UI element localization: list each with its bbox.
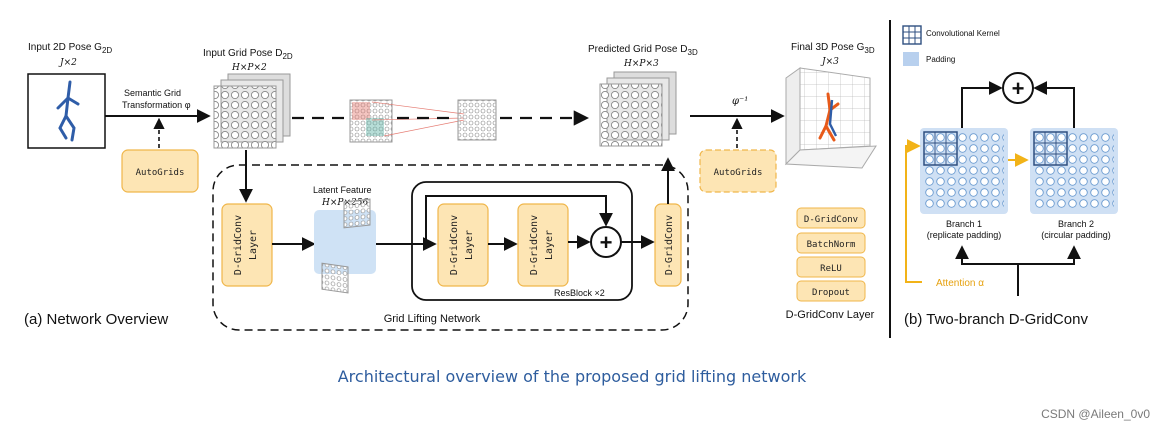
dgridconv-first-label1: D-GridConv (233, 215, 244, 275)
predicted-label: Predicted Grid Pose D3D (588, 44, 698, 57)
attention-label: Attention α (936, 278, 984, 289)
branch1-to-sum (961, 81, 1003, 128)
branch1-grid (920, 128, 1008, 214)
legend-kernel-label: Convolutional Kernel (926, 29, 1000, 38)
dgridconv-layer-res2 (517, 203, 569, 287)
panel-a-title: (a) Network Overview (24, 311, 168, 328)
skeleton-2d (56, 80, 80, 142)
skip-connection (425, 195, 613, 244)
legend-item-dropout: Dropout (812, 288, 850, 298)
conv-grid-small-1 (349, 99, 393, 143)
branch1-line2: (replicate padding) (927, 230, 1002, 240)
conv-grid-small-2 (457, 99, 497, 141)
predicted-shape: H×P×3 (623, 59, 659, 69)
input-to-branch1 (955, 245, 1019, 296)
padding-legend-swatch (903, 52, 919, 66)
branch2-grid (1030, 128, 1118, 214)
input-2d-label: Input 2D Pose G2D (28, 42, 112, 55)
dgridconv-final-label: D-GridConv (664, 215, 675, 275)
res1-label2: Layer (464, 230, 475, 260)
final-3d-shape: J×3 (820, 57, 839, 67)
attention-arrow (905, 139, 922, 283)
semantic-line2: Transformation φ (122, 100, 191, 110)
figure-caption: Architectural overview of the proposed g… (338, 367, 807, 386)
input-2d-shape: J×2 (58, 58, 77, 68)
latent-label: Latent Feature (313, 185, 372, 195)
branch-sum-node (1002, 72, 1034, 104)
grid-lifting-region (212, 164, 689, 331)
final-3d-label: Final 3D Pose G3D (791, 42, 875, 55)
branch-sum-sign: + (1012, 76, 1025, 101)
input-grid-label: Input Grid Pose D2D (203, 48, 293, 61)
legend-item-dgridconv: D-GridConv (804, 215, 858, 225)
panel-b-title: (b) Two-branch D-GridConv (904, 311, 1088, 328)
latent-feature-box (314, 198, 376, 294)
dgridconv-layer-first (221, 203, 273, 287)
final-3d-plot (784, 67, 877, 169)
phi-inverse-label: φ⁻¹ (732, 96, 748, 107)
semantic-line1: Semantic Grid (124, 88, 181, 98)
predicted-grid-stack (599, 71, 677, 147)
kernel-legend-icon (902, 25, 922, 45)
autogrids-box-left (121, 149, 199, 193)
csdn-watermark: CSDN @Aileen_0v0 (1041, 407, 1150, 421)
res1-label1: D-GridConv (449, 215, 460, 275)
input-grid-stack (213, 73, 291, 149)
branch2-to-sum (1033, 81, 1075, 128)
branch2-line2: (circular padding) (1041, 230, 1111, 240)
layer-legend (796, 207, 866, 302)
dgridconv-first-label2: Layer (248, 230, 259, 260)
autogrids-right-label: AutoGrids (714, 168, 763, 178)
branch2-line1: Branch 2 (1058, 219, 1094, 229)
input-to-branch2 (1018, 245, 1081, 265)
layer-legend-title: D-GridConv Layer (786, 309, 875, 321)
res2-label2: Layer (544, 230, 555, 260)
grid-lifting-label: Grid Lifting Network (384, 313, 481, 325)
autogrids-left-label: AutoGrids (136, 168, 185, 178)
legend-item-batchnorm: BatchNorm (807, 240, 856, 250)
res2-label1: D-GridConv (529, 215, 540, 275)
residual-plus-sign: + (600, 230, 613, 255)
legend-padding-label: Padding (926, 55, 955, 64)
resblock-label: ResBlock ×2 (554, 288, 605, 298)
legend-item-relu: ReLU (820, 264, 842, 274)
branch1-line1: Branch 1 (946, 219, 982, 229)
dgridconv-layer-res1 (437, 203, 489, 287)
input-grid-shape: H×P×2 (231, 63, 267, 73)
autogrids-box-right (699, 149, 777, 193)
